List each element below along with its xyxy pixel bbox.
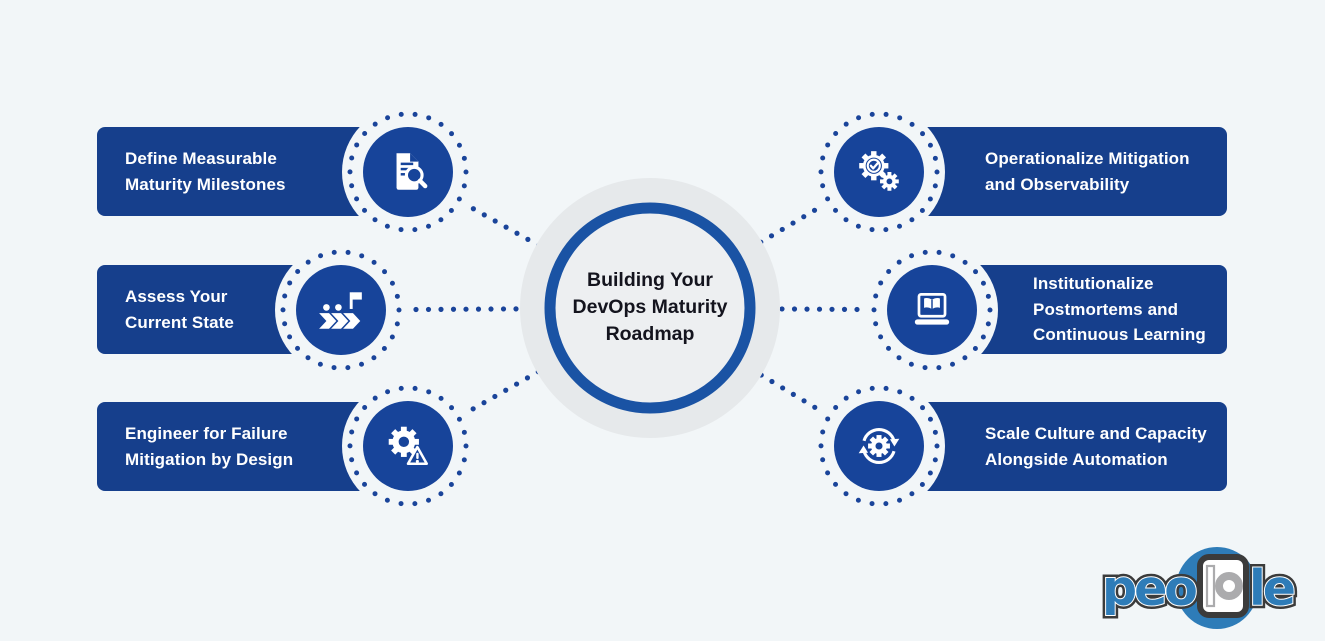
gear-warning-icon [388, 426, 428, 465]
center-title-line: DevOps Maturity [572, 296, 728, 318]
svg-text:peo: peo [1102, 560, 1196, 617]
badge-failure-mitigation [338, 376, 478, 516]
step-label: Alongside Automation [985, 449, 1168, 469]
badge-rings [275, 244, 407, 376]
badge-operationalize [809, 102, 949, 242]
step-label: Define Measurable [125, 149, 277, 168]
badge-define-milestones [338, 102, 478, 242]
logo-text-peo: peo [1102, 560, 1196, 617]
gears-check-icon [859, 151, 899, 191]
badge-rings [866, 244, 998, 376]
step-label: Institutionalize [1033, 274, 1154, 294]
center-circle [520, 178, 780, 438]
badge-institutionalize [862, 240, 1002, 380]
step-label: Current State [125, 312, 234, 332]
logo-text-le: le [1249, 560, 1294, 617]
step-label: Maturity Milestones [125, 174, 286, 194]
step-label: Scale Culture and Capacity [985, 424, 1207, 443]
milestone-journey-icon [319, 292, 362, 329]
center-title: Building Your DevOps Maturity Roadmap [530, 267, 770, 348]
gear-cycle-icon [858, 428, 900, 464]
center-title-line: Building Your [586, 269, 714, 291]
step-label: Continuous Learning [1033, 325, 1206, 345]
step-label: Operationalize Mitigation [985, 149, 1190, 168]
badge-assess-state [271, 240, 411, 380]
step-label: Postmortems and [1033, 299, 1179, 319]
center-title-line: Roadmap [605, 323, 695, 345]
laptop-book-icon [914, 293, 950, 325]
people-logo: peo peo le le [1100, 547, 1300, 629]
step-label: Assess Your [125, 287, 228, 306]
document-search-icon [396, 153, 428, 190]
step-label: and Observability [985, 174, 1130, 194]
step-label: Engineer for Failure [125, 424, 288, 443]
step-label: Mitigation by Design [125, 449, 294, 469]
badge-scale-culture [809, 376, 949, 516]
svg-text:le: le [1249, 560, 1294, 617]
